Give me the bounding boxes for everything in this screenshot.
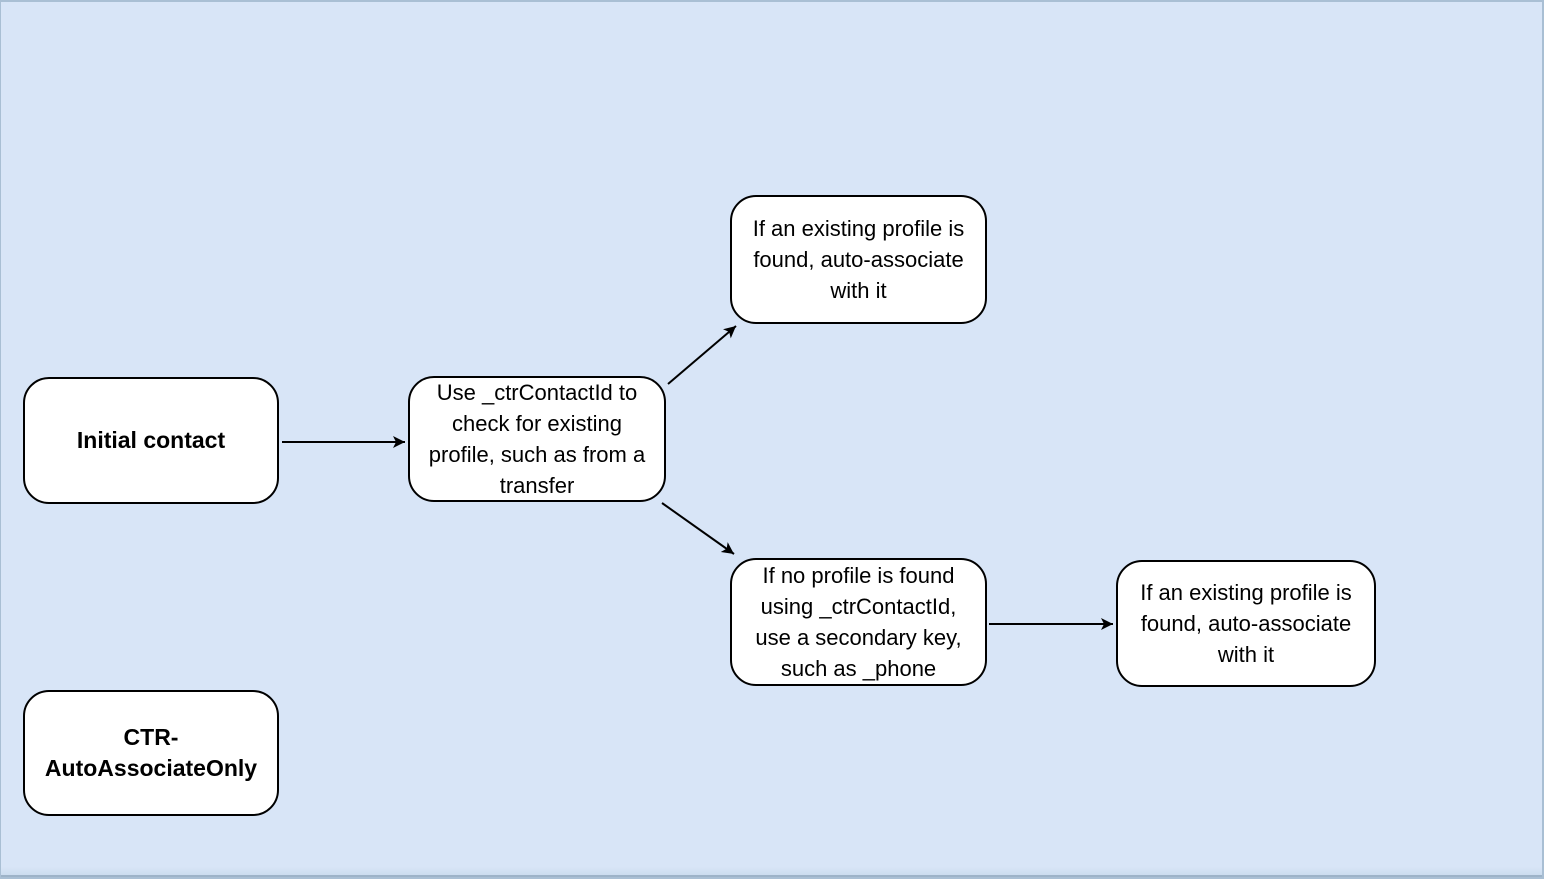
flow-node-label: If no profile is found using _ctrContact…	[755, 563, 962, 681]
flow-node-use-ctrcontactid: Use _ctrContactId to check for existing …	[408, 376, 666, 502]
flow-node-label: Initial contact	[76, 427, 226, 453]
flow-node-profile-found-top: If an existing profile is found, auto-as…	[730, 195, 987, 324]
flow-node-label: CTR-AutoAssociateOnly	[44, 724, 258, 781]
flow-node-label: Use _ctrContactId to check for existing …	[428, 380, 646, 498]
edge-usectr-to-profilefound-top	[667, 325, 737, 385]
flow-node-no-profile-found: If no profile is found using _ctrContact…	[730, 558, 987, 686]
edge-usectr-to-noprofile	[661, 502, 735, 555]
flow-node-ctr-auto-associate-only: CTR-AutoAssociateOnly	[23, 690, 279, 816]
flow-node-initial-contact: Initial contact	[23, 377, 279, 504]
flow-node-profile-found-right: If an existing profile is found, auto-as…	[1116, 560, 1376, 687]
flow-node-label: If an existing profile is found, auto-as…	[1140, 580, 1352, 667]
flow-node-label: If an existing profile is found, auto-as…	[752, 216, 965, 303]
bottom-edge-shade	[1, 867, 1542, 877]
